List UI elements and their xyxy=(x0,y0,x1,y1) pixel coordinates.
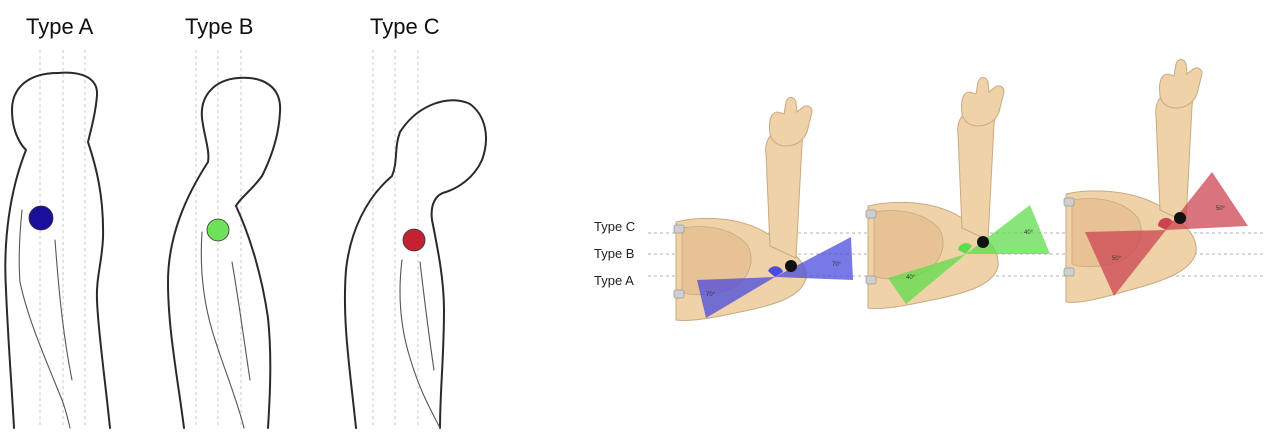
bone-fragment xyxy=(866,210,876,218)
level-label-type-c: Type C xyxy=(594,219,635,234)
arm-line xyxy=(201,232,244,428)
body-outline-back xyxy=(5,73,58,428)
figure-label-type-c: Type C xyxy=(370,14,440,39)
level-label-type-a: Type A xyxy=(594,273,634,288)
arm-type-c: 50° 50° xyxy=(1064,60,1248,303)
shoulder-marker-type-c xyxy=(403,229,425,251)
body-outline xyxy=(236,78,280,428)
angle-label-upper: 50° xyxy=(1216,206,1226,212)
bone-fragment xyxy=(1064,268,1074,276)
body-outline-back xyxy=(345,132,400,428)
rom-panel: Type C Type B Type A 70° 70° xyxy=(594,60,1265,321)
bone-fragment xyxy=(674,225,684,233)
arm-type-b: 40° 40° xyxy=(866,78,1050,309)
arm-type-a: 70° 70° xyxy=(674,98,853,321)
arm-line xyxy=(420,262,434,370)
level-label-type-b: Type B xyxy=(594,246,634,261)
body-outline xyxy=(58,73,110,428)
angle-label-upper: 40° xyxy=(1024,230,1034,236)
arm-line xyxy=(400,260,440,428)
posture-figures: Type A Type B Type C xyxy=(5,14,486,428)
bone-fragment xyxy=(674,290,684,298)
figure-label-type-b: Type B xyxy=(185,14,253,39)
body-outline xyxy=(400,100,486,428)
figure-type-b: Type B xyxy=(168,14,280,428)
shoulder-marker-type-a xyxy=(29,206,53,230)
implant-marker xyxy=(785,260,797,272)
hand xyxy=(1159,60,1202,109)
angle-label-lower: 70° xyxy=(706,292,716,298)
implant-marker xyxy=(977,236,989,248)
figure-type-a: Type A xyxy=(5,14,110,428)
angle-label-upper: 70° xyxy=(832,262,842,268)
bone-fragment xyxy=(866,276,876,284)
figure-label-type-a: Type A xyxy=(26,14,94,39)
implant-marker xyxy=(1174,212,1186,224)
figure-type-c: Type C xyxy=(345,14,486,428)
shoulder-marker-type-b xyxy=(207,219,229,241)
hand xyxy=(961,78,1004,127)
bone-fragment xyxy=(1064,198,1074,206)
angle-label-lower: 50° xyxy=(1112,256,1122,262)
hand xyxy=(769,98,812,147)
angle-label-lower: 40° xyxy=(906,275,916,281)
